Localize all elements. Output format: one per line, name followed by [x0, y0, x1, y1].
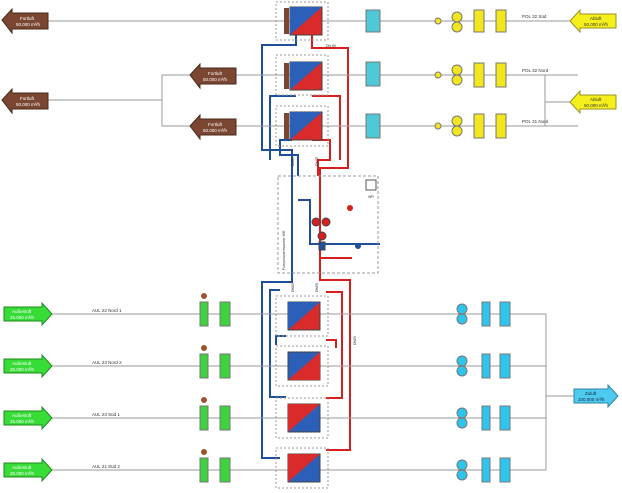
hx-bottom-1: [275, 295, 329, 337]
pump-left-icon: [311, 217, 321, 227]
hx-top-3: [275, 105, 329, 147]
cold-pipe-lower: [261, 270, 293, 459]
hot-pipe-upper-3: [312, 139, 331, 176]
hx-top-1: [275, 1, 329, 41]
coil-2-icon: [365, 61, 381, 87]
pipe-label-left-upper-b: DN65: [315, 157, 319, 166]
pipe-label-left-lower-a: DN65: [291, 283, 295, 292]
fortluft-arrow-3: Fortluft 50.000 m³/h: [1, 87, 49, 115]
expansion-vessel-icon: [347, 205, 353, 211]
hx-top-2: [275, 54, 329, 96]
supply-fan-1-icon: [456, 303, 468, 325]
pipe-label-left-upper-a: DN65: [291, 157, 295, 166]
fortluft-arrow-1: Fortluft 50.000 m³/h: [1, 7, 49, 35]
pipe-label-dn-top: DN 80: [326, 44, 336, 48]
exhaust-fan-3-icon: [451, 115, 463, 137]
hot-pipe-lower-3: [326, 339, 337, 348]
aussenluft-3-label: Außenluft: [12, 413, 32, 418]
outdoor-line-1-label: AUL 22 Nord 1: [92, 308, 122, 313]
aussenluft-4-label: Außenluft: [12, 465, 32, 470]
aussenluft-3-value: 25.000 m³/h: [10, 419, 35, 424]
aussenluft-arrow-4: Außenluft 25.000 m³/h: [3, 457, 53, 483]
cold-pipe-upper-2: [269, 95, 296, 160]
aussenluft-4-value: 25.000 m³/h: [10, 471, 35, 476]
cold-pipe-upper: [261, 34, 297, 270]
valve-icon: [318, 241, 326, 251]
pipe-label-right-lower: DN65: [353, 336, 357, 345]
abluft-1-value: 50.000 m³/h: [584, 22, 609, 27]
aussenluft-2-value: 25.000 m³/h: [10, 367, 35, 372]
outdoor-line-3-label: AUL 23 Süd 1: [92, 412, 120, 417]
supply-fan-3-icon: [456, 407, 468, 429]
water-pipes: [261, 34, 380, 459]
exhaust-equipment: [365, 9, 507, 139]
fortluft-2-label: Fortluft: [208, 71, 223, 76]
supply-fan-2-icon: [456, 355, 468, 377]
aussenluft-arrow-1: Außenluft 25.000 m³/h: [3, 301, 53, 327]
outdoor-equipment: [199, 293, 231, 483]
aussenluft-1-value: 25.000 m³/h: [10, 315, 35, 320]
pump-station: [277, 175, 379, 274]
pump-right-icon: [321, 217, 331, 227]
aussenluft-1-label: Außenluft: [12, 309, 32, 314]
cold-pipe-lower-2: [269, 289, 286, 398]
fortluft-4-value: 50.000 m³/h: [203, 128, 228, 133]
aussenluft-arrow-2: Außenluft 25.000 m³/h: [3, 353, 53, 379]
pipe-label-controller: WR: [368, 195, 374, 199]
fortluft-1-label: Fortluft: [20, 16, 35, 21]
hot-pipe-controller: [319, 196, 352, 259]
hot-pipe-lower: [319, 270, 351, 451]
aussenluft-arrow-3: Außenluft 25.000 m³/h: [3, 405, 53, 431]
abluft-2-value: 50.000 m³/h: [584, 103, 609, 108]
hx-bottom-3: [275, 397, 329, 439]
pipe-label-left-lower-b: DN65: [315, 283, 319, 292]
exhaust-line-3-label: POL 31 Nord: [522, 119, 549, 124]
zuluft-value: 100.000 m³/h: [578, 397, 605, 402]
coil-3-icon: [365, 113, 381, 139]
cold-pipe-upper-3: [279, 139, 299, 176]
fortluft-3-label: Fortluft: [20, 96, 35, 101]
exhaust-fan-2-icon: [451, 64, 463, 86]
zuluft-label: Zuluft: [585, 391, 597, 396]
pump-lower-icon: [317, 231, 327, 241]
fortluft-2-value: 50.000 m³/h: [203, 77, 228, 82]
abluft-arrow-1: Abluft 50.000 m³/h: [569, 8, 617, 34]
zuluft-arrow: Zuluft 100.000 m³/h: [573, 383, 619, 409]
sensor-icon: [355, 243, 361, 249]
fortluft-4-label: Fortluft: [208, 122, 223, 127]
hx-bottom-2: [275, 345, 329, 387]
fortluft-arrow-4: Fortluft 50.000 m³/h: [189, 113, 237, 141]
outdoor-line-2-label: AUL 23 Nord 2: [92, 360, 122, 365]
hot-pipe-upper-2: [312, 95, 341, 160]
abluft-arrow-2: Abluft 50.000 m³/h: [569, 89, 617, 115]
exhaust-line-2-label: POL 32 Nord: [522, 68, 549, 73]
fortluft-arrow-2: Fortluft 50.000 m³/h: [189, 62, 237, 90]
hx-bottom-4: [275, 447, 329, 489]
supply-fan-4-icon: [456, 459, 468, 481]
supply-equipment: [456, 301, 511, 483]
fortluft-3-value: 50.000 m³/h: [16, 102, 41, 107]
pipe-label-vertical-note: Pumpenwarmwasser WR: [282, 230, 286, 270]
hot-pipe-lower-2: [326, 291, 343, 399]
hot-pipe-upper: [311, 34, 349, 270]
cold-pipe-lower-3: [275, 335, 286, 345]
aussenluft-2-label: Außenluft: [12, 361, 32, 366]
abluft-2-label: Abluft: [590, 97, 602, 102]
coil-1-icon: [365, 9, 381, 33]
cold-pipe-controller: [298, 199, 380, 245]
abluft-1-label: Abluft: [590, 16, 602, 21]
outdoor-line-4-label: AUL 21 Süd 2: [92, 464, 120, 469]
exhaust-line-1-label: POL 32 Süd: [522, 14, 547, 19]
exhaust-fan-1-icon: [451, 11, 463, 33]
fortluft-1-value: 50.000 m³/h: [16, 22, 41, 27]
